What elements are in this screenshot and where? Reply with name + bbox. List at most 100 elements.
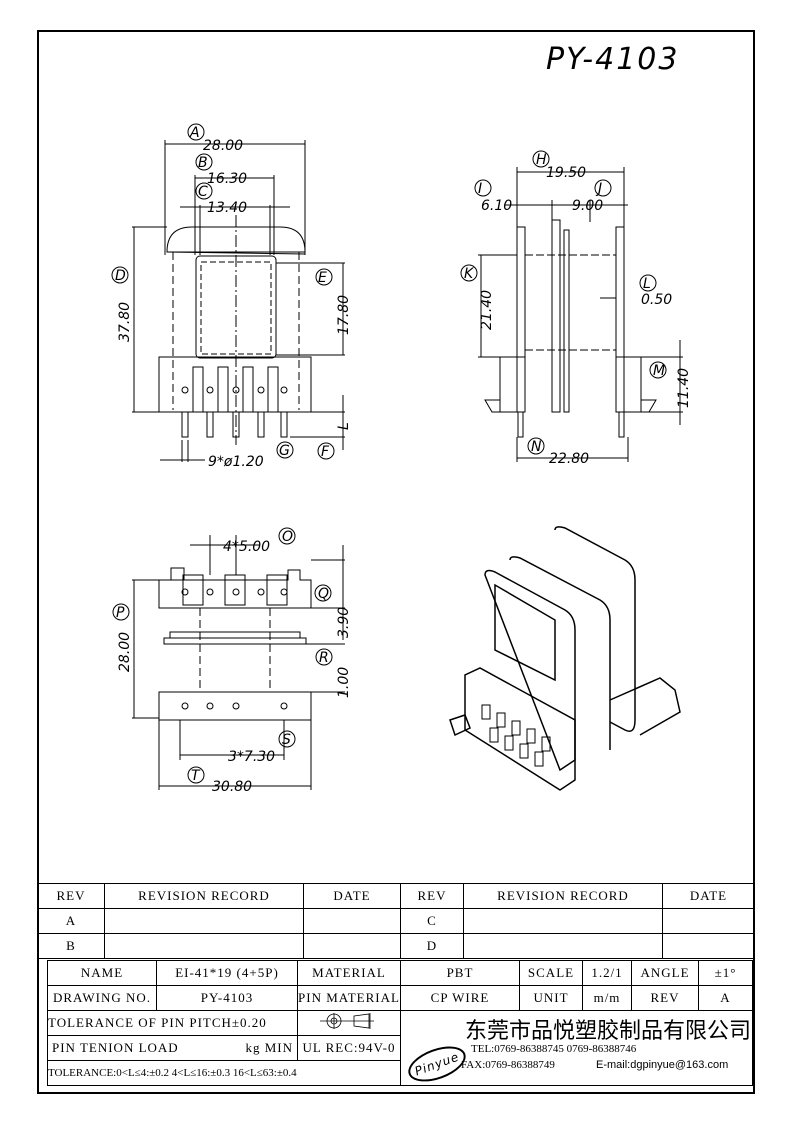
date-cell [662, 933, 755, 959]
projection-symbol [297, 1010, 401, 1036]
front-dim-labels: 28.00 16.30 13.40 37.80 17.80 L 9*ø1.20 … [115, 125, 352, 470]
dim-t-value: 30.80 [212, 779, 252, 795]
rev-cell: C [400, 908, 464, 934]
dim-o-value: 4*5.00 [223, 539, 270, 555]
pin-material-label: PIN MATERIAL [297, 985, 401, 1011]
ul-rating: UL REC:94V-0 [297, 1035, 401, 1061]
record-cell [104, 933, 304, 959]
rev-header: REV [400, 883, 464, 909]
callout-q: Q [318, 586, 329, 602]
side-dim-labels: 19.50 6.10 9.00 21.40 0.50 11.40 22.80 H… [464, 152, 692, 467]
technical-drawing: 28.00 16.30 13.40 37.80 17.80 L 9*ø1.20 … [111, 123, 692, 795]
callout-g: G [279, 443, 290, 459]
callout-j: J [595, 181, 602, 197]
revision-table: REV REVISION RECORD DATE REV REVISION RE… [37, 883, 755, 959]
rev-cell: D [400, 933, 464, 959]
record-cell [463, 908, 663, 934]
pin-load-label: PIN TENION LOAD [52, 1040, 179, 1055]
dim-q-value: 3.90 [336, 607, 352, 638]
name-label: NAME [47, 960, 157, 986]
callout-circles [111, 123, 667, 784]
drawing-no-label: DRAWING NO. [47, 985, 157, 1011]
dim-e-value: 17.80 [336, 295, 352, 335]
dim-s-value: 3*7.30 [228, 749, 275, 765]
company-email: E-mail:dgpinyue@163.com [596, 1059, 729, 1071]
callout-t: T [191, 768, 201, 784]
angle-value: ±1° [698, 960, 753, 986]
dim-b-value: 16.30 [207, 171, 247, 187]
dim-k-value: 21.40 [479, 290, 495, 330]
date-cell [662, 908, 755, 934]
material-value: PBT [400, 960, 520, 986]
callout-n: N [531, 439, 542, 455]
callout-b: B [198, 155, 208, 171]
revision-record-header: REVISION RECORD [463, 883, 663, 909]
drawing-no-value: PY-4103 [156, 985, 298, 1011]
front-view [132, 140, 345, 462]
callout-r: R [319, 650, 329, 666]
unit-value: m/m [582, 985, 632, 1011]
dim-n-value: 22.80 [549, 451, 589, 467]
callout-c: C [198, 184, 208, 200]
side-view [478, 167, 683, 462]
dim-m-value: 11.40 [676, 368, 692, 408]
record-cell [463, 933, 663, 959]
dim-g-value: 9*ø1.20 [208, 454, 264, 470]
general-tolerance: TOLERANCE:0<L≤4:±0.2 4<L≤16:±0.3 16<L≤63… [47, 1060, 401, 1086]
dim-i-value: 6.10 [481, 198, 512, 214]
drawing-title: PY-4103 [546, 42, 680, 77]
callout-o: O [282, 529, 293, 545]
dim-h-value: 19.50 [546, 165, 586, 181]
rev-label: REV [631, 985, 699, 1011]
callout-k: K [464, 266, 475, 282]
unit-label: UNIT [519, 985, 583, 1011]
third-angle-projection-icon [320, 1013, 374, 1029]
dim-d-value: 37.80 [117, 302, 133, 342]
revision-row: A C [37, 908, 755, 934]
revision-record-header: REVISION RECORD [104, 883, 304, 909]
callout-i: I [478, 181, 482, 197]
revision-header-row: REV REVISION RECORD DATE REV REVISION RE… [37, 883, 755, 909]
callout-m: M [653, 363, 665, 379]
callout-p: P [116, 605, 125, 621]
pin-material-value: CP WIRE [400, 985, 520, 1011]
date-header: DATE [303, 883, 401, 909]
material-label: MATERIAL [297, 960, 401, 986]
callout-e: E [318, 270, 327, 286]
callout-f: F [321, 444, 330, 460]
rev-value: A [698, 985, 753, 1011]
pin-pitch-tolerance: TOLERANCE OF PIN PITCH±0.20 [47, 1010, 298, 1036]
rev-header: REV [37, 883, 105, 909]
dim-c-value: 13.40 [207, 200, 247, 216]
drawing-frame [37, 30, 755, 1094]
date-header: DATE [662, 883, 755, 909]
callout-h: H [536, 152, 547, 168]
scale-label: SCALE [519, 960, 583, 986]
callout-l: L [643, 276, 651, 292]
dim-r-value: 1.00 [336, 667, 352, 698]
company-fax: FAX:0769-86388749 [461, 1059, 555, 1071]
date-cell [303, 933, 401, 959]
dim-l-label: L [336, 422, 352, 430]
scale-value: 1.2/1 [582, 960, 632, 986]
bottom-dim-labels: 4*5.00 28.00 3.90 1.00 3*7.30 30.80 O P … [116, 529, 352, 795]
dim-0-50-value: 0.50 [641, 292, 672, 308]
name-value: EI-41*19 (4+5P) [156, 960, 298, 986]
angle-label: ANGLE [631, 960, 699, 986]
front-pins [181, 366, 288, 438]
dim-p-value: 28.00 [117, 632, 133, 672]
pin-load-unit: kg MIN [245, 1040, 293, 1055]
title-block: NAME EI-41*19 (4+5P) MATERIAL PBT SCALE … [47, 960, 753, 1089]
rev-cell: B [37, 933, 105, 959]
date-cell [303, 908, 401, 934]
bottom-view [132, 535, 345, 790]
pin-load-cell: PIN TENION LOAD kg MIN [47, 1035, 298, 1061]
dim-j-value: 9.00 [572, 198, 603, 214]
revision-row: B D [37, 933, 755, 959]
company-block: Pinyue 东莞市品悦塑胶制品有限公司 TEL:0769-86388745 0… [400, 1010, 753, 1089]
callout-s: S [282, 732, 291, 748]
dim-a-value: 28.00 [203, 138, 243, 154]
callout-a: A [189, 125, 200, 141]
rev-cell: A [37, 908, 105, 934]
company-tel: TEL:0769-86388745 0769-86388746 [471, 1043, 637, 1055]
